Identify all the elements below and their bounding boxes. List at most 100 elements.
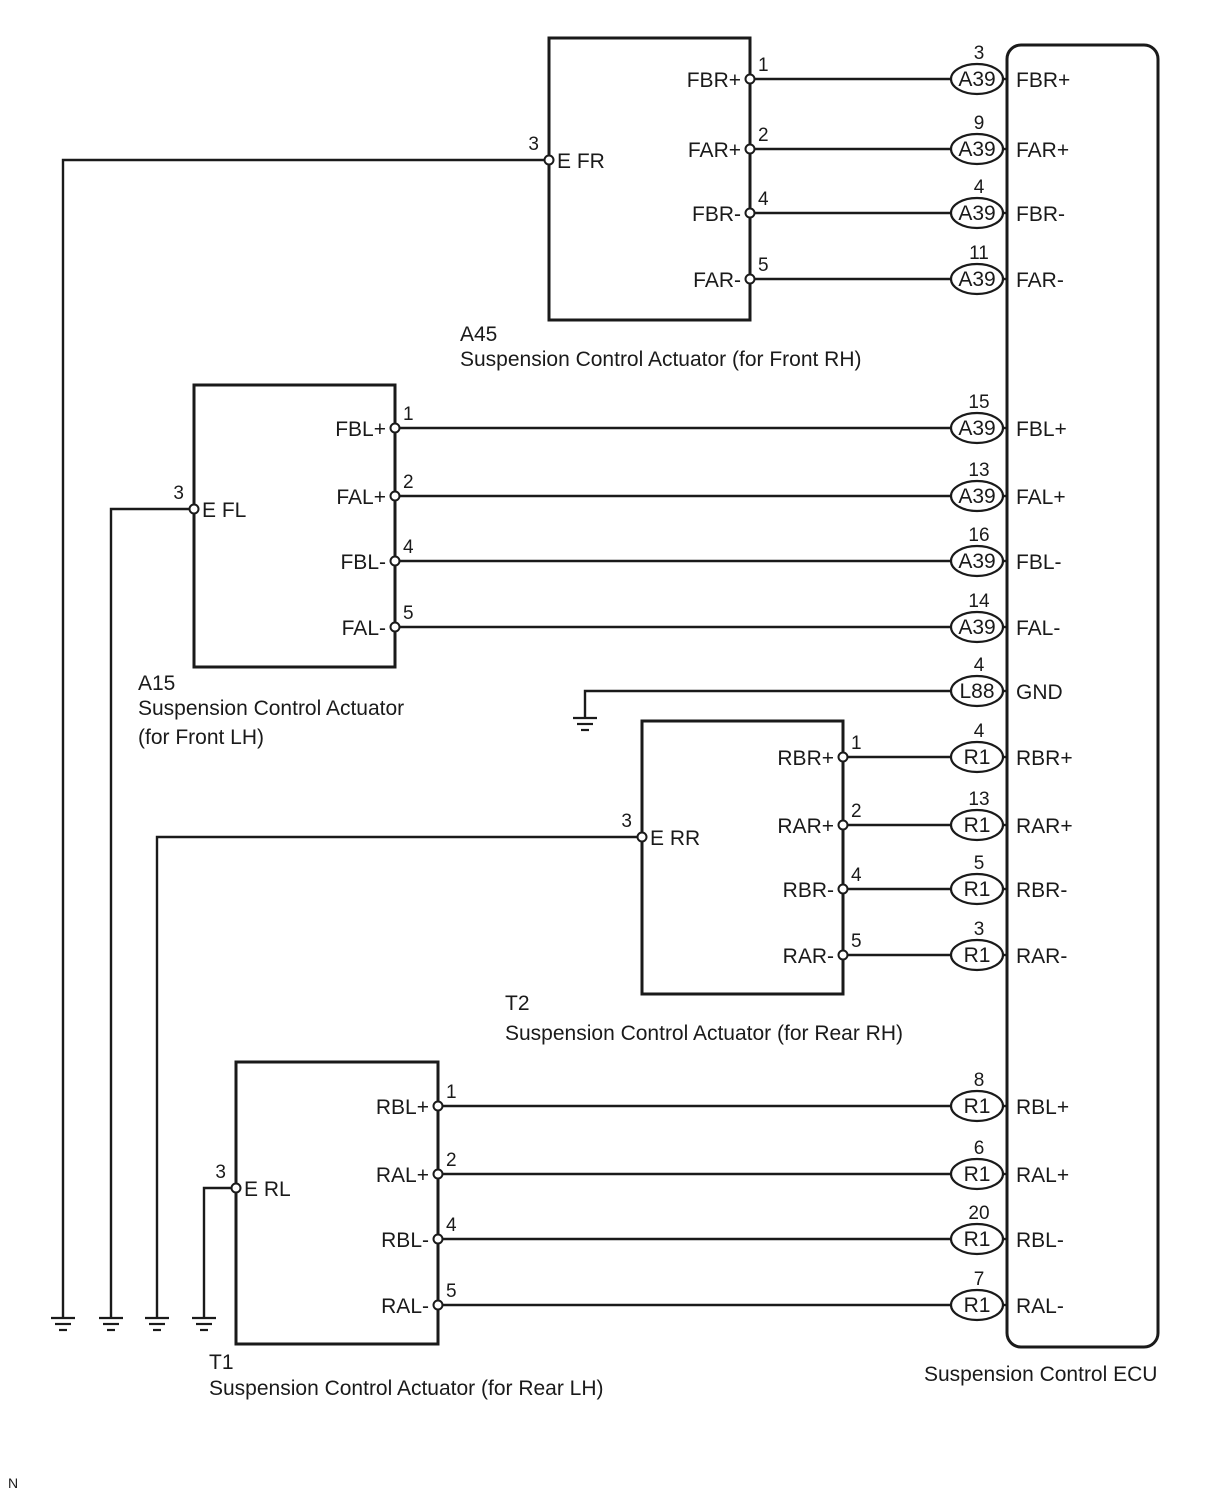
pin-terminal <box>744 273 756 285</box>
pin-terminal <box>432 1168 444 1180</box>
ecu-pin-label: RAL- <box>1016 1295 1064 1318</box>
ground-wire <box>61 158 549 1318</box>
connector-oval <box>949 808 1005 842</box>
ground-wire <box>583 689 951 718</box>
ecu-pin-label: RBL+ <box>1016 1096 1069 1119</box>
ecu-pin-number: 3 <box>974 43 985 64</box>
pin-label: RAL- <box>381 1295 429 1318</box>
connector-id: R1 <box>964 944 991 967</box>
ecu-pin-number: 4 <box>974 177 985 198</box>
connector-oval <box>949 872 1005 906</box>
ecu-pin-label: RBR- <box>1016 879 1067 902</box>
connector-oval <box>949 1288 1005 1322</box>
connector-oval <box>949 262 1005 296</box>
ecu-pin-number: 4 <box>974 655 985 676</box>
ecu-pin-number: 6 <box>974 1138 985 1159</box>
connector-oval <box>949 610 1005 644</box>
connector-id: L88 <box>959 680 994 703</box>
ecu-pin-label: RAR- <box>1016 945 1067 968</box>
pin-terminal <box>744 143 756 155</box>
component-name: Suspension Control Actuator (for Front R… <box>460 348 862 371</box>
pin-label: FBR+ <box>687 69 741 92</box>
pin-terminal <box>389 422 401 434</box>
ecu-pin-label: RBR+ <box>1016 747 1073 770</box>
pin-label: RAR- <box>783 945 834 968</box>
ground-pin-number: 3 <box>173 483 184 504</box>
pin-number: 5 <box>758 255 769 276</box>
ground-pin-label: E RL <box>244 1178 291 1201</box>
ground-pin-number: 3 <box>528 134 539 155</box>
ground-wire <box>155 835 642 1318</box>
component-name: Suspension Control Actuator (for Rear LH… <box>209 1377 604 1400</box>
pin-number: 5 <box>851 931 862 952</box>
connector-id: A39 <box>958 138 995 161</box>
ecu-pin-label: FAL+ <box>1016 486 1066 509</box>
pin-label: RAR+ <box>777 815 834 838</box>
pin-terminal <box>188 503 200 515</box>
ground-icon <box>51 1316 75 1332</box>
ecu-pin-number: 15 <box>968 392 989 413</box>
connector-id: R1 <box>964 1294 991 1317</box>
ecu-pin-number: 20 <box>968 1203 989 1224</box>
ecu-pin-label: FAL- <box>1016 617 1060 640</box>
pin-number: 1 <box>851 733 862 754</box>
component-id: T1 <box>209 1351 234 1374</box>
connector-oval <box>949 740 1005 774</box>
pin-number: 1 <box>403 404 414 425</box>
ecu-pin-number: 7 <box>974 1269 985 1290</box>
pin-number: 4 <box>758 189 769 210</box>
ground-pin-number: 3 <box>621 811 632 832</box>
pin-terminal <box>837 949 849 961</box>
ecu-pin-label: GND <box>1016 681 1063 704</box>
pin-terminal <box>432 1233 444 1245</box>
ecu-pin-label: RAL+ <box>1016 1164 1069 1187</box>
connector-id: R1 <box>964 746 991 769</box>
connector-id: A39 <box>958 68 995 91</box>
pin-number: 4 <box>403 537 414 558</box>
connector-oval <box>949 132 1005 166</box>
ecu-pin-label: FAR- <box>1016 269 1064 292</box>
ground-pin-label: E FR <box>557 150 605 173</box>
actuator-box-a45 <box>547 36 752 322</box>
ecu-pin-number: 4 <box>974 721 985 742</box>
pin-number: 2 <box>446 1150 457 1171</box>
connector-oval <box>949 1157 1005 1191</box>
pin-number: 5 <box>446 1281 457 1302</box>
connector-id: R1 <box>964 1163 991 1186</box>
pin-terminal <box>543 154 555 166</box>
pin-terminal <box>744 73 756 85</box>
ecu-pin-number: 13 <box>968 460 989 481</box>
ecu-pin-number: 8 <box>974 1070 985 1091</box>
connector-id: R1 <box>964 878 991 901</box>
pin-label: FAL- <box>342 617 386 640</box>
ecu-pin-label: FBL+ <box>1016 418 1067 441</box>
connector-id: A39 <box>958 268 995 291</box>
ground-pin-number: 3 <box>215 1162 226 1183</box>
pin-label: RBR- <box>783 879 834 902</box>
connector-id: A39 <box>958 417 995 440</box>
connector-oval <box>949 196 1005 230</box>
connector-id: A39 <box>958 550 995 573</box>
pin-number: 2 <box>758 125 769 146</box>
connector-oval <box>949 411 1005 445</box>
ecu-pin-number: 14 <box>968 591 990 612</box>
actuator-box-t1 <box>234 1060 440 1346</box>
pin-terminal <box>432 1100 444 1112</box>
pin-terminal <box>744 207 756 219</box>
pin-number: 2 <box>851 801 862 822</box>
ecu-pin-number: 13 <box>968 789 989 810</box>
pin-label: FBR- <box>692 203 741 226</box>
ground-icon <box>99 1316 123 1332</box>
ground-icon <box>145 1316 169 1332</box>
connector-id: R1 <box>964 1095 991 1118</box>
connector-id: A39 <box>958 202 995 225</box>
connector-oval <box>949 938 1005 972</box>
pin-number: 4 <box>851 865 862 886</box>
pin-terminal <box>837 883 849 895</box>
ecu-box <box>1005 43 1160 1349</box>
pin-number: 4 <box>446 1215 457 1236</box>
pin-terminal <box>636 831 648 843</box>
connector-id: A39 <box>958 616 995 639</box>
ecu-pin-number: 5 <box>974 853 985 874</box>
